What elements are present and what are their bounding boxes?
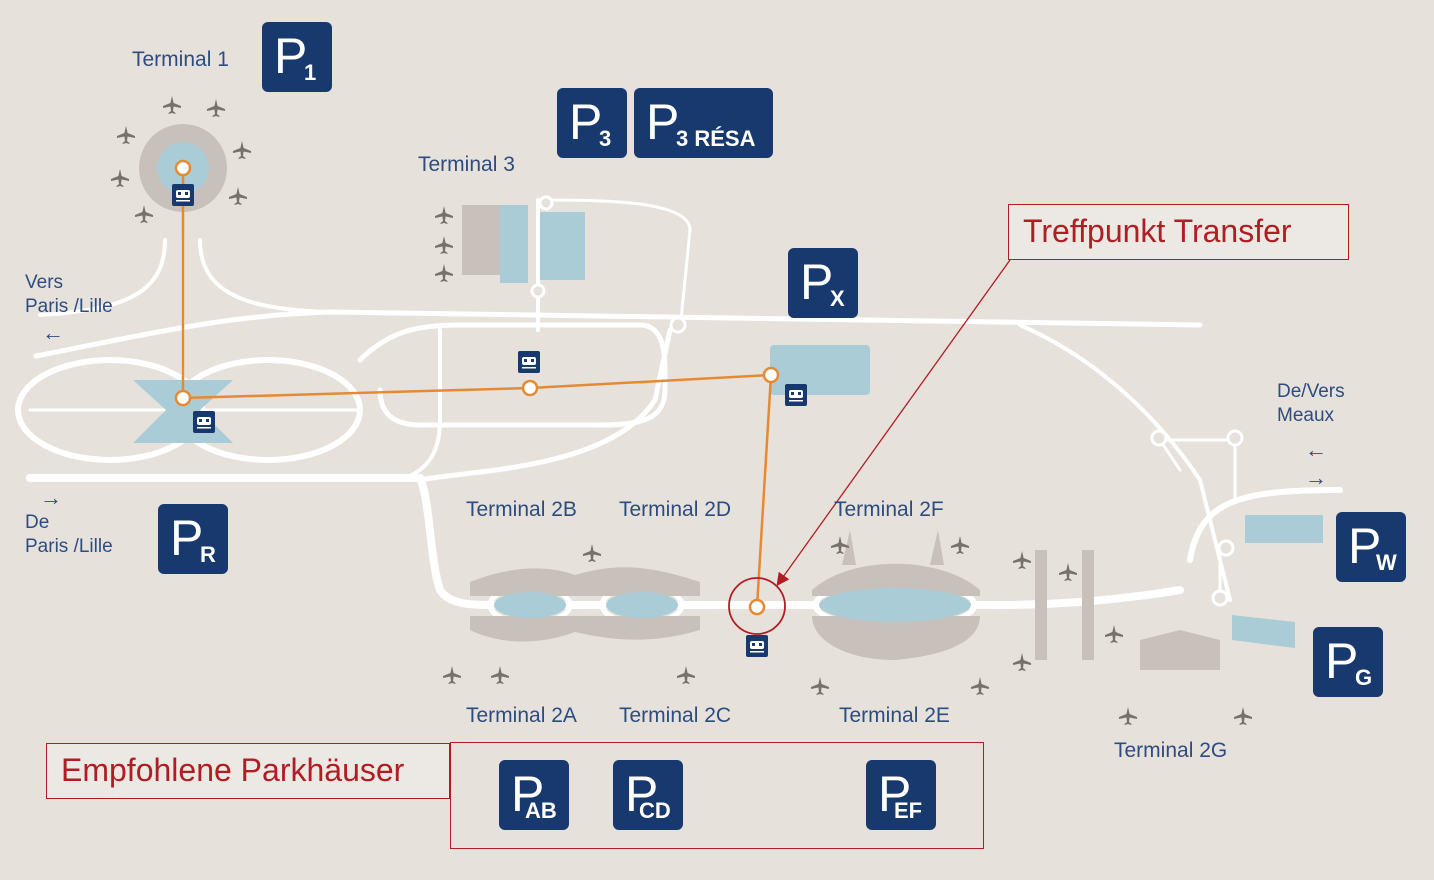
parking-badge-pcd[interactable]: P CD — [613, 760, 683, 830]
plane-icon — [677, 666, 695, 684]
recommended-parking-frame — [450, 742, 984, 849]
plane-icon — [117, 126, 135, 144]
plane-icon — [1013, 653, 1031, 671]
plane-icon — [229, 187, 247, 205]
terminal-buildings — [133, 124, 1323, 670]
parking-badge-p3[interactable]: P 3 — [557, 88, 627, 158]
parking-badge-pab[interactable]: P AB — [499, 760, 569, 830]
plane-icon — [1105, 625, 1123, 643]
train-icon — [193, 411, 215, 433]
parking-badge-pg[interactable]: P G — [1313, 627, 1383, 697]
plane-icon — [233, 141, 251, 159]
parking-badge-p1[interactable]: P 1 — [262, 22, 332, 92]
plane-icon — [135, 205, 153, 223]
label-to-paris-1: Vers — [25, 272, 64, 293]
meeting-point-circle — [728, 577, 786, 635]
plane-icon — [443, 666, 461, 684]
plane-icon — [811, 677, 829, 695]
label-terminal-2f: Terminal 2F — [834, 498, 944, 521]
plane-icon — [1059, 563, 1077, 581]
parking-badge-pef[interactable]: P EF — [866, 760, 936, 830]
plane-icon — [971, 677, 989, 695]
arrow-left-icon: ← — [1305, 437, 1327, 462]
parking-badge-p3-resa[interactable]: P 3 RÉSA — [634, 88, 773, 158]
plane-icon — [491, 666, 509, 684]
plane-icon — [435, 206, 453, 224]
label-meaux-1: De/Vers — [1277, 381, 1345, 402]
label-to-paris-2: Paris /Lille — [25, 296, 113, 317]
label-terminal-2a: Terminal 2A — [466, 704, 577, 727]
callout-meeting-point: Treffpunkt Transfer — [1008, 204, 1349, 260]
train-icon — [518, 351, 540, 373]
train-icon — [746, 635, 768, 657]
meeting-point-pointer — [776, 259, 1011, 587]
plane-icon — [1013, 551, 1031, 569]
label-terminal-3: Terminal 3 — [418, 153, 515, 176]
label-meaux-2: Meaux — [1277, 405, 1335, 426]
parking-badge-px[interactable]: P X — [788, 248, 858, 318]
train-icon — [172, 184, 194, 206]
parking-badge-pw[interactable]: P W — [1336, 512, 1406, 582]
label-terminal-2c: Terminal 2C — [619, 704, 732, 727]
plane-icon — [163, 96, 181, 114]
plane-icon — [583, 544, 601, 562]
plane-icon — [1119, 707, 1137, 725]
label-terminal-1: Terminal 1 — [132, 48, 229, 71]
label-terminal-2b: Terminal 2B — [466, 498, 577, 521]
train-icon — [785, 384, 807, 406]
arrow-right-icon: → — [1305, 465, 1327, 490]
cdgval-stations — [174, 159, 780, 616]
plane-icon — [435, 236, 453, 254]
road-junctions — [530, 195, 1244, 607]
label-from-paris-2: Paris /Lille — [25, 536, 113, 557]
label-terminal-2e: Terminal 2E — [839, 704, 950, 727]
label-from-paris-1: De — [25, 512, 50, 533]
label-terminal-2d: Terminal 2D — [619, 498, 732, 521]
plane-icon — [207, 99, 225, 117]
label-terminal-2g: Terminal 2G — [1114, 739, 1228, 762]
plane-icon — [435, 264, 453, 282]
callout-recommended-parking: Empfohlene Parkhäuser — [46, 743, 450, 799]
plane-icon — [111, 169, 129, 187]
parking-badge-pr[interactable]: P R — [158, 504, 228, 574]
plane-icon — [951, 536, 969, 554]
arrow-right-icon: → — [40, 485, 62, 510]
arrow-left-icon: ← — [42, 320, 64, 345]
plane-icon — [1234, 707, 1252, 725]
